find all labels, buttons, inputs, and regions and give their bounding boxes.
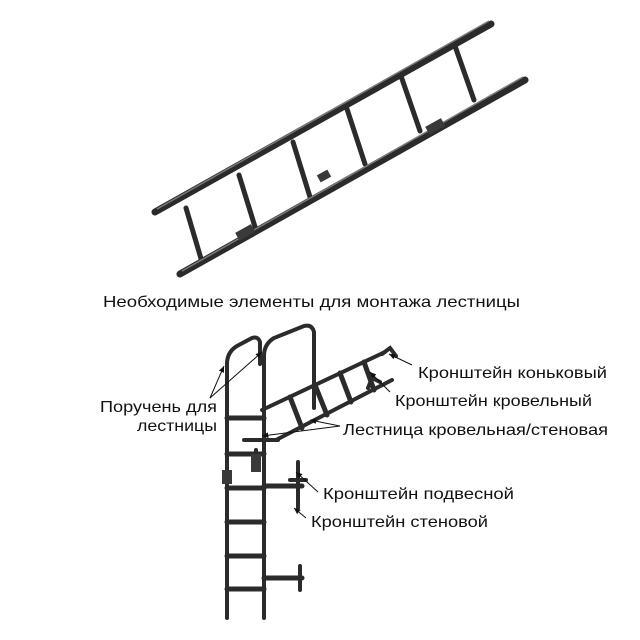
callout-wall-bracket: Кронштейн стеновой [311,514,488,531]
callout-ladder: Лестница кровельная/стеновая [343,422,608,439]
callout-leaders [209,351,413,519]
handrail-left [225,335,262,420]
ridge-bracket-shape [380,345,398,358]
callout-roof-bracket: Кронштейн кровельный [395,393,592,410]
caption-text: Необходимые элементы для монтажа лестниц… [103,294,520,311]
roof-ladder-rungs [287,359,377,431]
wall-ladder-rungs [224,415,267,592]
callout-handrail-line1: Поручень для [100,399,217,416]
hanging-bracket-shape [261,460,308,510]
top-ladder-illustration [151,20,529,278]
top-ladder-rungs [183,43,477,265]
top-ladder-lower-rail [176,76,529,278]
top-ladder-upper-rail [151,20,495,216]
callout-ridge-bracket: Кронштейн коньковый [418,365,607,382]
callout-handrail-line2: лестницы [137,418,217,435]
callout-hanging-bracket: Кронштейн подвесной [323,486,514,503]
handrail-right [262,323,316,442]
wall-bracket-shape [261,564,305,592]
assembled-ladder-illustration [222,323,398,620]
